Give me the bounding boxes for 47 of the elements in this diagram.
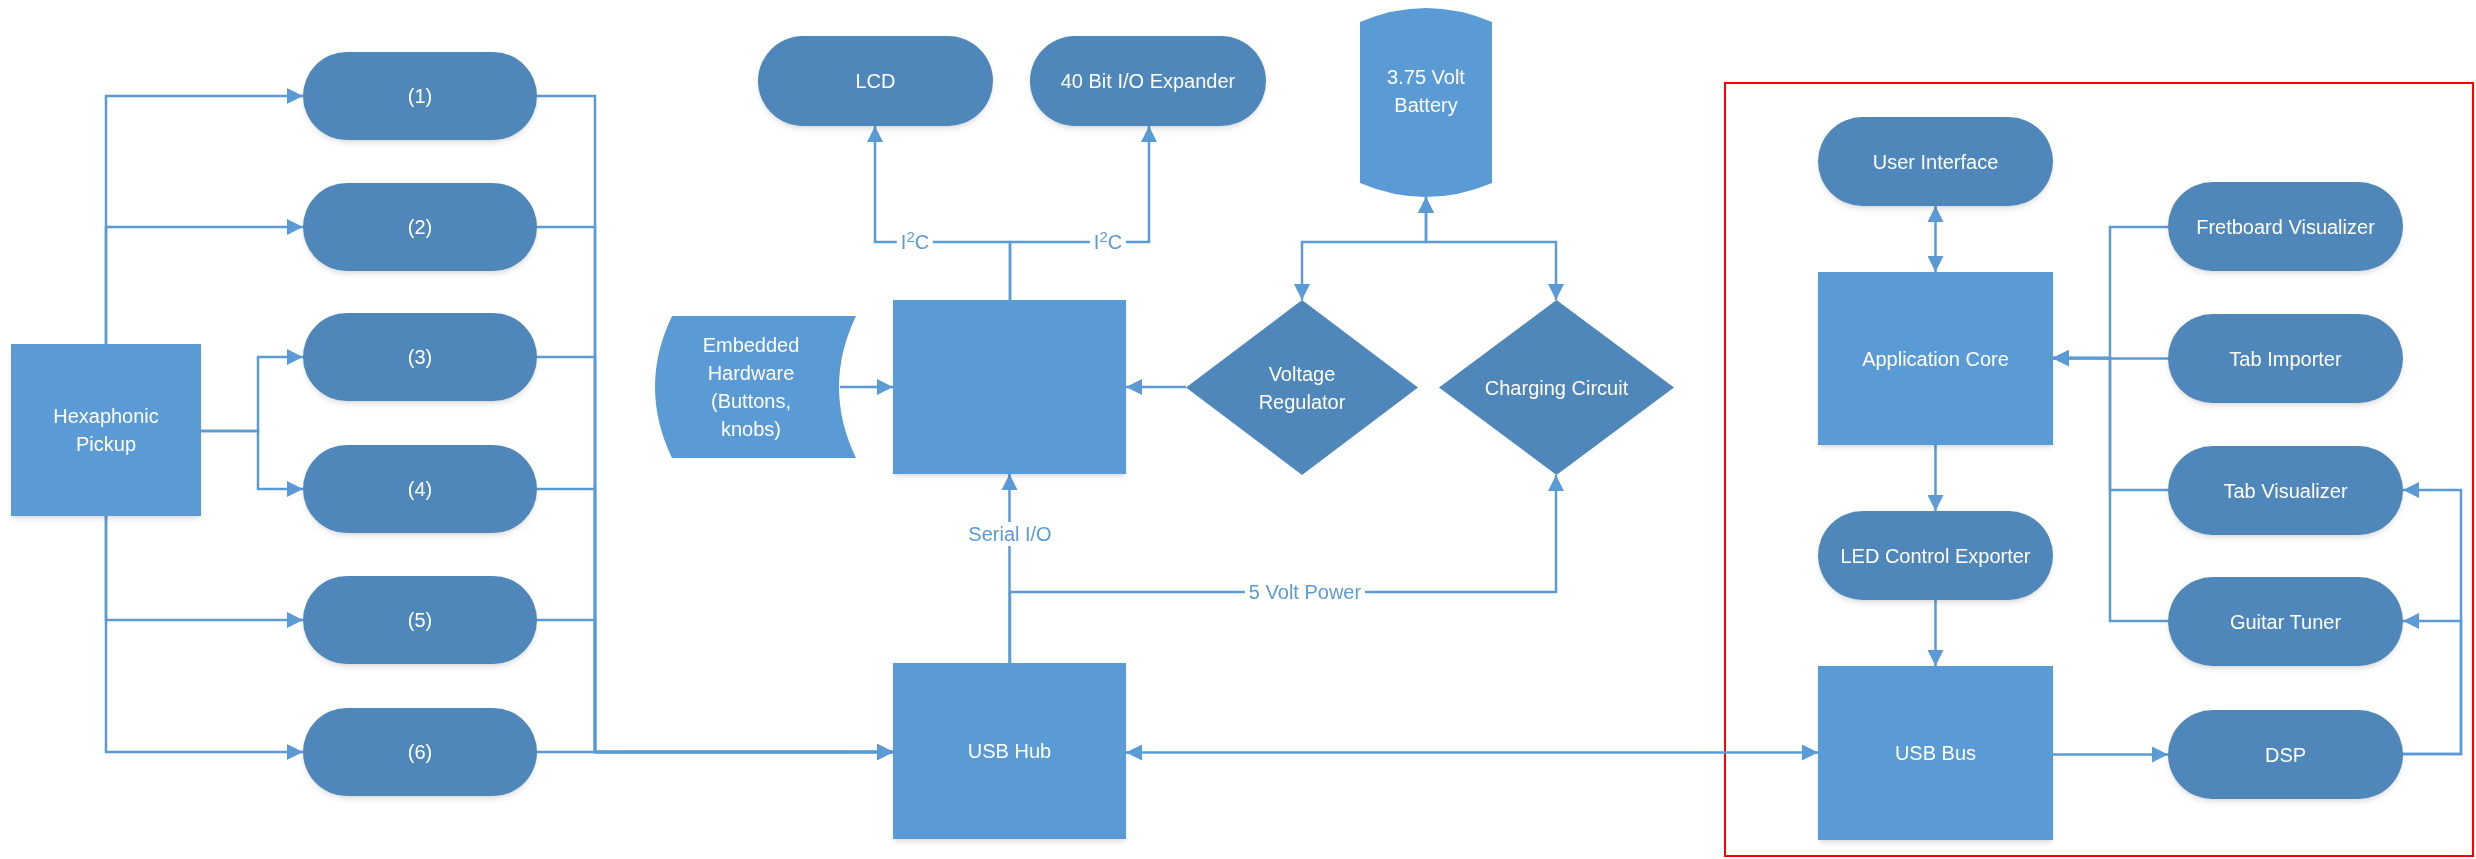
connector-arrow — [2403, 613, 2463, 756]
connector-arrow — [1927, 600, 1944, 666]
node-label: Tab Importer — [2228, 346, 2343, 372]
connector-arrow — [2053, 746, 2168, 763]
process-box — [893, 663, 1126, 839]
process-box — [1818, 666, 2053, 840]
node-label: (5) — [406, 608, 434, 633]
node-label: User Interface — [1871, 149, 2000, 175]
connector-arrow — [1126, 744, 1818, 761]
node-label: DSP — [2263, 742, 2308, 768]
connector-arrow — [1418, 197, 1564, 300]
node-label: (1) — [406, 84, 434, 109]
node-label: Fretboard Visualizer — [2195, 214, 2376, 240]
process-box — [893, 300, 1126, 474]
connector-arrow — [1927, 445, 1944, 511]
process-box — [11, 344, 201, 516]
node-label: USB Hub — [966, 739, 1053, 764]
node-label: (2) — [406, 215, 434, 240]
connector-arrow — [2053, 350, 2168, 623]
connector-arrow — [104, 219, 303, 344]
connector-arrow — [104, 516, 303, 760]
connector-arrow — [537, 744, 893, 760]
node-label: Guitar Tuner — [2228, 609, 2343, 635]
node-label: Tab Visualizer — [2222, 478, 2349, 504]
node-label: (3) — [406, 345, 434, 370]
node-label: 3.75 Volt Battery — [1386, 64, 1466, 118]
storage-cylinder — [1360, 8, 1492, 197]
connector-arrow — [1001, 474, 1018, 663]
node-label: (6) — [406, 740, 434, 765]
decision-diamond — [1186, 300, 1418, 475]
node-label: Voltage Regulator — [1257, 361, 1347, 415]
node-label: 40 Bit I/O Expander — [1059, 69, 1237, 94]
node-label: Application Core — [1861, 346, 2010, 372]
node-label: LCD — [854, 69, 897, 94]
connector-arrow — [1126, 379, 1186, 395]
process-box — [1818, 272, 2053, 445]
node-label: USB Bus — [1893, 741, 1978, 766]
node-label: Hexaphonic Pickup — [52, 404, 160, 457]
connector-arrow — [1008, 126, 1157, 300]
connector-arrow — [1927, 206, 1944, 272]
decision-diamond — [1439, 300, 1674, 475]
connector-arrow — [201, 429, 303, 497]
node-label: Charging Circuit — [1484, 375, 1629, 401]
connector-arrow — [840, 379, 893, 395]
node-label: LED Control Exporter — [1839, 543, 2032, 569]
node-label: (4) — [406, 477, 434, 502]
node-label: Embedded Hardware (Buttons, knobs) — [701, 333, 801, 442]
